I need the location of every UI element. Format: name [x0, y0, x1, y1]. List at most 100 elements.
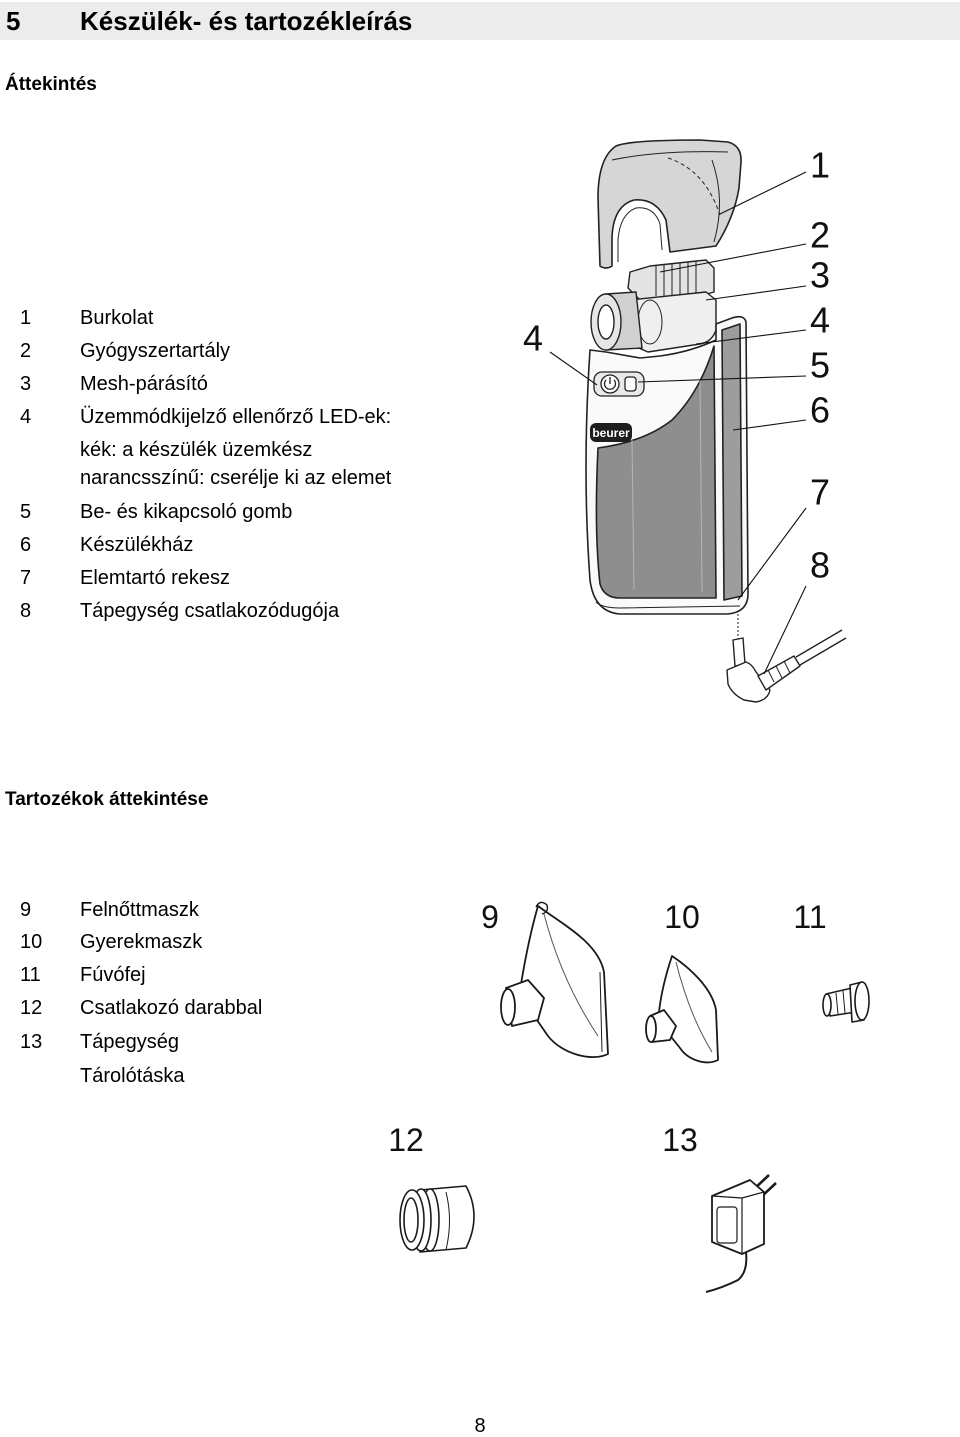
item-label: Üzemmódkijelző ellenőrző LED-ek:	[80, 406, 392, 428]
item-number: 3	[20, 373, 32, 395]
brand-logo-badge	[590, 423, 632, 442]
item-label: Csatlakozó darabbal	[80, 997, 263, 1019]
item-number: 12	[20, 997, 43, 1019]
leader-line-2	[659, 243, 807, 273]
connector-piece	[399, 1185, 475, 1253]
battery-compartment	[721, 323, 743, 601]
device-callouts: 1 2 3 4 5 6 7 8 4	[523, 145, 830, 586]
cover-ridge	[711, 159, 720, 243]
accessory-item-extra: Tárolótáska	[0, 1064, 490, 1088]
leader-lines	[549, 171, 807, 675]
item-number: 7	[20, 567, 32, 589]
strain-relief-ribs	[767, 660, 791, 683]
accessory-item: 13 Tápegység	[0, 1030, 490, 1054]
callout-3: 3	[810, 255, 830, 296]
medication-container-body	[629, 291, 717, 353]
subitem-label: kék: a készülék üzemkész	[80, 439, 313, 461]
accessories-illustration: 9 10 11 12 13	[388, 899, 870, 1293]
item-number: 6	[20, 534, 32, 556]
item-number: 4	[20, 406, 32, 428]
adult-mask-shell	[520, 905, 609, 1058]
adult-mask-top-loop	[535, 901, 549, 915]
page-number: 8	[474, 1415, 486, 1437]
item-label: Készülékház	[80, 534, 194, 556]
item-number: 1	[20, 307, 32, 329]
overview-subitem: narancsszínű: cserélje ki az elemet	[0, 466, 490, 490]
item-number: 10	[20, 931, 43, 953]
power-plug	[726, 614, 847, 703]
connector-opening	[403, 1197, 419, 1243]
item-label: Gyógyszertartály	[80, 340, 231, 362]
item-label: Burkolat	[80, 307, 154, 329]
item-number: 8	[20, 600, 32, 622]
overview-heading: Áttekintés	[5, 74, 97, 95]
callout-13: 13	[662, 1122, 698, 1158]
panel-highlight	[631, 379, 703, 593]
plug-pin	[732, 637, 746, 667]
mesh-opening	[597, 304, 615, 340]
callout-left-4: 4	[523, 318, 543, 359]
item-label: Tápegység	[80, 1031, 179, 1053]
overview-item: 1 Burkolat	[0, 306, 490, 330]
child-mask-connector-opening	[645, 1015, 657, 1043]
plug-body	[726, 661, 771, 703]
nebulizer-head	[590, 259, 717, 353]
leader-line-1	[719, 171, 807, 215]
cover-dashed-contour	[667, 157, 721, 216]
callout-9: 9	[481, 899, 499, 935]
overview-item: 4 Üzemmódkijelző ellenőrző LED-ek:	[0, 405, 490, 429]
power-icon	[603, 377, 617, 390]
callout-6: 6	[810, 390, 830, 431]
item-label: Mesh-párásító	[80, 373, 208, 395]
callout-2: 2	[810, 215, 830, 256]
connector-highlight	[445, 1191, 450, 1251]
item-label: Be- és kikapcsoló gomb	[80, 501, 293, 523]
accessory-item: 12 Csatlakozó darabbal	[0, 996, 490, 1020]
control-buttons	[593, 371, 645, 397]
section-number: 5	[6, 6, 21, 36]
accessory-item: 10 Gyerekmaszk	[0, 930, 490, 954]
callout-5: 5	[810, 345, 830, 386]
leader-line-4	[695, 329, 807, 345]
accessories-heading: Tartozékok áttekintése	[5, 789, 209, 810]
power-supply-label-area	[716, 1206, 738, 1244]
cover-shell	[597, 139, 742, 269]
leader-line-left-4	[549, 351, 598, 386]
overview-item: 7 Elemtartó rekesz	[0, 566, 490, 590]
section-title: Készülék- és tartozékleírás	[80, 6, 413, 36]
accessory-item: 11 Fúvófej	[0, 963, 490, 987]
overview-item: 6 Készülékház	[0, 533, 490, 557]
housing-part	[585, 315, 749, 615]
leader-line-8	[763, 585, 807, 675]
item-label: Gyerekmaszk	[80, 931, 203, 953]
item-label: Felnőttmaszk	[80, 899, 199, 921]
power-supply-cable	[705, 1251, 748, 1293]
overview-item: 5 Be- és kikapcsoló gomb	[0, 500, 490, 524]
adult-mask-rim	[599, 971, 603, 1053]
callout-8: 8	[810, 545, 830, 586]
item-number: 2	[20, 340, 32, 362]
callout-7: 7	[810, 472, 830, 513]
mouthpiece-tip-opening	[822, 993, 832, 1017]
item-label: Elemtartó rekesz	[80, 567, 231, 589]
mouthpiece-socket-end	[854, 981, 870, 1021]
brand-logo-text: beurer	[592, 426, 630, 440]
item-label: Tárolótáska	[80, 1065, 185, 1087]
adult-mask	[500, 901, 609, 1058]
item-number: 13	[20, 1031, 43, 1053]
overview-item: 2 Gyógyszertartály	[0, 339, 490, 363]
plug-cable	[795, 629, 847, 666]
power-supply-box	[711, 1179, 765, 1255]
callout-10: 10	[664, 899, 700, 935]
section-header-bar: 5 Készülék- és tartozékleírás	[0, 2, 960, 40]
child-mask-fold	[675, 961, 713, 1053]
mouthpiece-ribs	[835, 990, 846, 1015]
housing-base-edge	[595, 601, 741, 609]
cover-arch-edge	[617, 207, 663, 262]
brand-logo: beurer	[590, 423, 632, 442]
overview-subitem: kék: a készülék üzemkész	[0, 438, 490, 462]
status-led	[624, 376, 637, 392]
item-label: Fúvófej	[80, 964, 146, 986]
power-supply	[705, 1174, 777, 1293]
item-number: 9	[20, 899, 32, 921]
